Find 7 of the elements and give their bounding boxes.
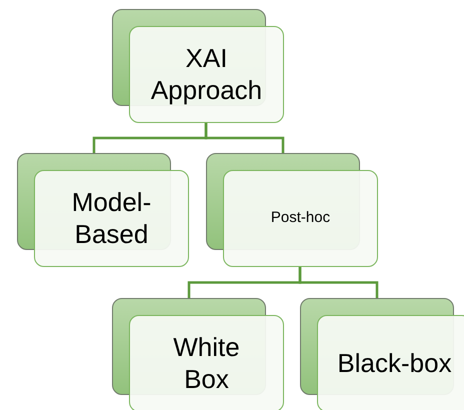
node-label: Model-Based [70,186,152,250]
node-label: Post-hoc [270,209,330,228]
node-label: XAI Approach [150,42,264,106]
node-label: Black-box [337,348,452,380]
node-label: White Box [172,332,241,396]
connector-line [204,123,284,153]
connector-line [298,267,378,298]
